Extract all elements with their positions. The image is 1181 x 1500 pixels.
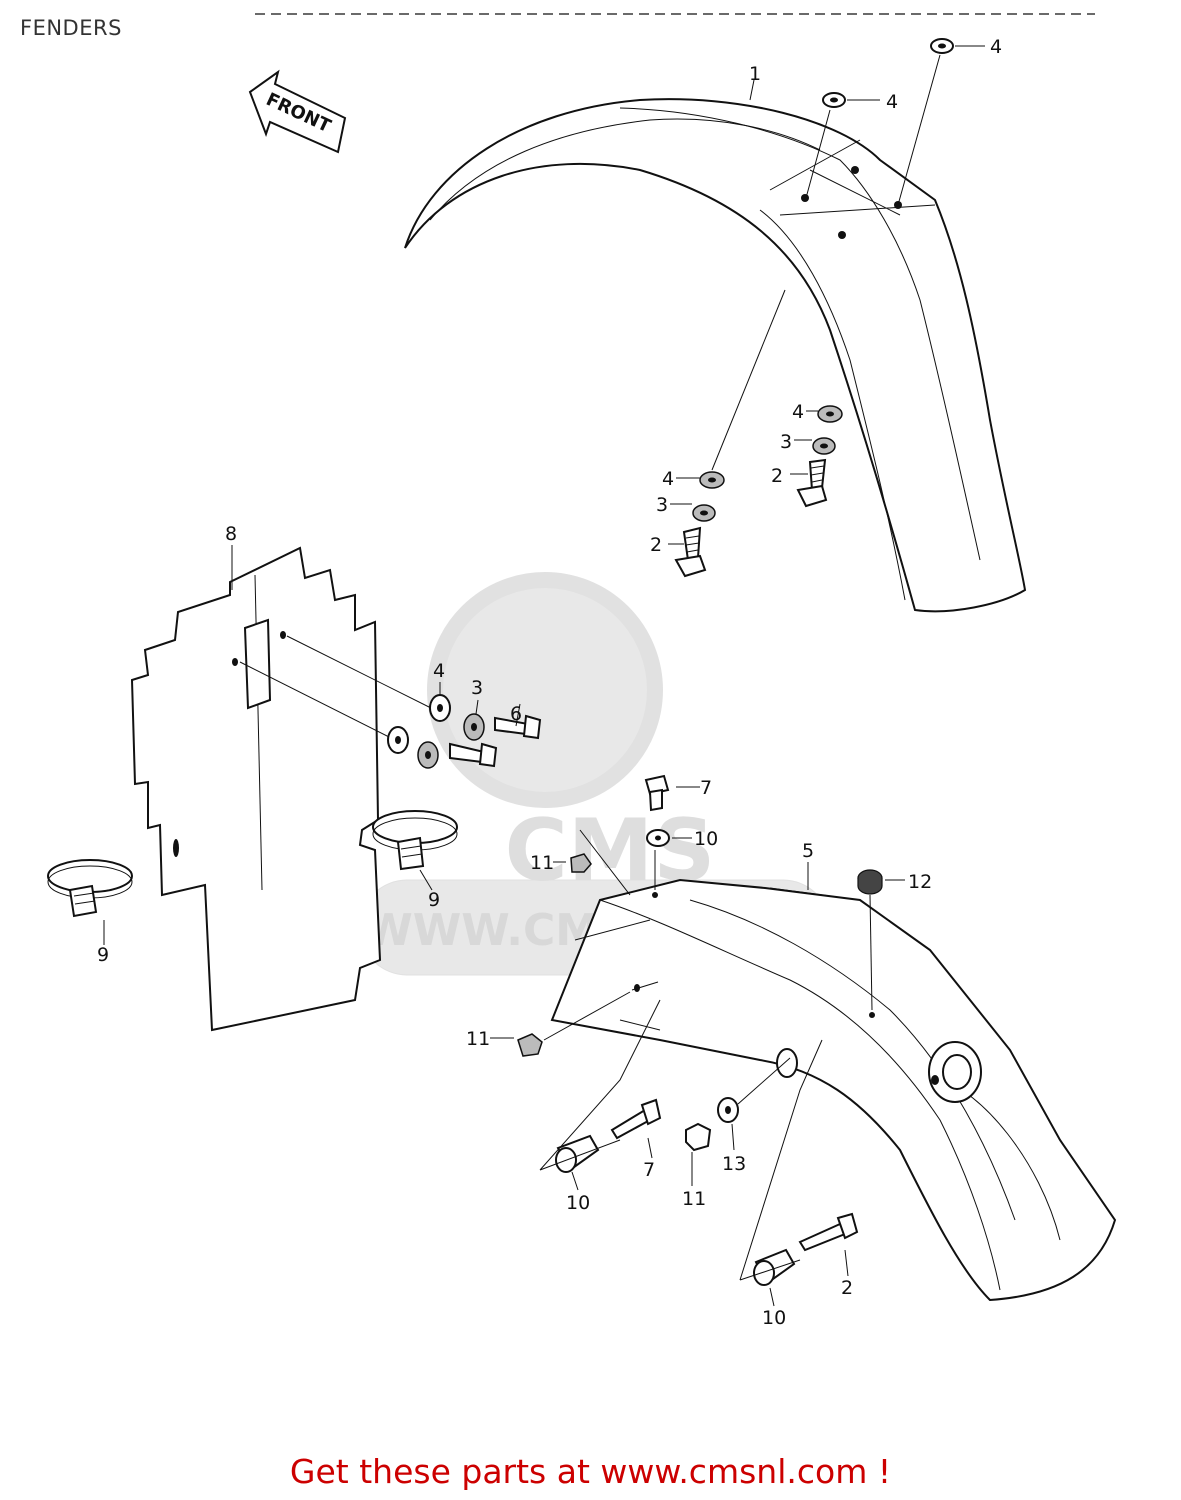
washer-flap-4a: [429, 694, 451, 722]
washer-top-1: [930, 38, 954, 54]
callout-1: 1: [749, 63, 761, 85]
washer-bottom-13: [717, 1097, 739, 1123]
leader-grommet: [869, 894, 873, 1011]
callout-4a: 4: [990, 36, 1002, 58]
callout-3b: 3: [656, 494, 668, 516]
callout-9b: 9: [97, 944, 109, 966]
callout-10a: 10: [694, 828, 718, 850]
leader-washer-13: [731, 1057, 791, 1151]
leader-top-labels: [749, 45, 985, 101]
leader-collar-10a: [539, 999, 661, 1191]
callout-9a: 9: [428, 889, 440, 911]
mud-flap: [130, 546, 382, 1032]
clamp-right: [372, 810, 458, 871]
washer-top-2: [822, 92, 846, 108]
callout-11c: 11: [682, 1188, 706, 1210]
callout-4d: 4: [662, 468, 674, 490]
callout-2c: 2: [841, 1277, 853, 1299]
callout-2b: 2: [650, 534, 662, 556]
callout-4e: 4: [433, 660, 445, 682]
washer-flap-3b: [417, 741, 439, 769]
callout-3c: 3: [471, 677, 483, 699]
collar-bottom-10a: [555, 1134, 600, 1173]
front-arrow-icon: FRONT: [248, 69, 347, 154]
callout-13: 13: [722, 1153, 746, 1175]
washer-flap-3a: [463, 713, 485, 741]
nut-bottom-11a: [517, 1033, 543, 1057]
grommet-12: [857, 869, 883, 895]
bolt-left-2: [674, 526, 707, 578]
callout-10c: 10: [762, 1307, 786, 1329]
leader-fender-bolt-left: [711, 289, 786, 471]
leader-top-hardware: [553, 786, 905, 881]
nut-bottom-11b: [685, 1122, 712, 1152]
footer-link-text[interactable]: Get these parts at www.cmsnl.com !: [289, 1452, 892, 1491]
callout-10b: 10: [566, 1192, 590, 1214]
leader-flap-hardware: [439, 682, 521, 727]
washer-right-3: [812, 437, 836, 455]
rear-fender: [550, 878, 1117, 1302]
callout-7a: 7: [700, 777, 712, 799]
washer-flap-4b: [387, 726, 409, 754]
front-fender: [404, 98, 1027, 613]
nut-top-11: [570, 853, 592, 873]
washer-right-4: [817, 405, 843, 423]
callout-6: 6: [510, 703, 522, 725]
callout-8: 8: [225, 523, 237, 545]
leader-collar-10b: [739, 1039, 823, 1307]
leader-clamp-right: [419, 869, 433, 891]
leader-mudflap-bolts: [239, 635, 436, 741]
bolt-top-7: [644, 774, 670, 812]
collar-bottom-10b: [753, 1248, 796, 1286]
washer-top-10: [646, 829, 670, 847]
washer-left-3: [692, 504, 716, 522]
callout-11b: 11: [466, 1028, 490, 1050]
bolt-bottom-2: [798, 1212, 859, 1252]
leader-rear-fender: [579, 829, 809, 896]
clamp-left: [47, 859, 133, 918]
bolt-bottom-7: [610, 1098, 662, 1140]
leader-bolt-7b: [647, 1137, 653, 1159]
callout-7b: 7: [643, 1159, 655, 1181]
leader-nut-11a: [490, 981, 659, 1041]
callout-4c: 4: [792, 401, 804, 423]
bolt-flap-6b: [449, 742, 498, 768]
bolt-right-2: [796, 458, 828, 508]
callout-11a: 11: [530, 852, 554, 874]
leader-bolt-2c: [844, 1249, 849, 1277]
callout-3a: 3: [780, 431, 792, 453]
callout-2a: 2: [771, 465, 783, 487]
washer-left-4: [699, 471, 725, 489]
callout-12: 12: [908, 871, 932, 893]
leader-top-washers: [805, 54, 941, 206]
leader-right-stack: [790, 410, 818, 475]
callout-5: 5: [802, 840, 814, 862]
callout-4b: 4: [886, 91, 898, 113]
page-title: FENDERS: [20, 16, 122, 40]
leader-left-stack: [668, 477, 700, 545]
